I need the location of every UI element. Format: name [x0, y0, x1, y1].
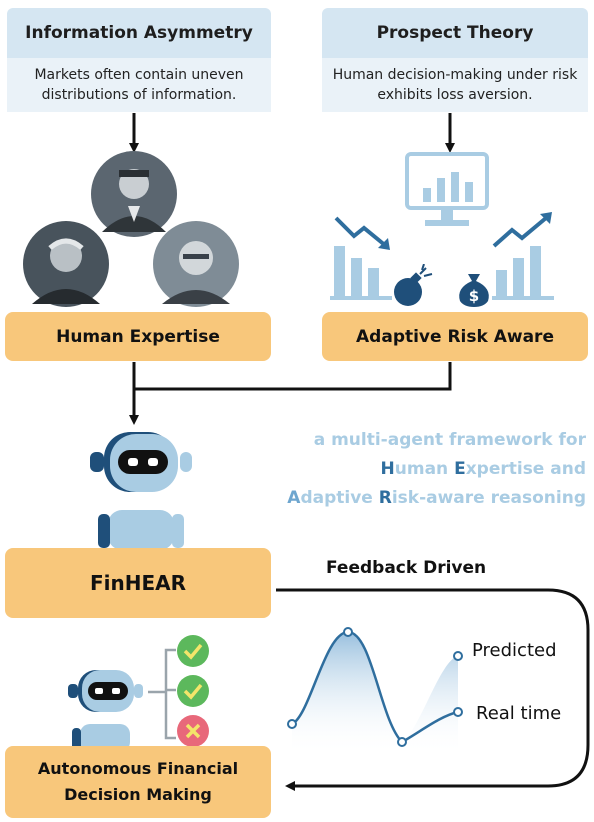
prediction-chart	[287, 627, 463, 755]
curve-point	[397, 737, 407, 747]
tagline-line2: Human Expertise and	[240, 455, 586, 484]
finhear-label: FinHEAR	[89, 571, 187, 595]
tagline-h: H	[380, 459, 395, 479]
tagline-r: R	[378, 488, 392, 508]
curve-point	[343, 627, 353, 637]
line-risk-join	[134, 362, 452, 391]
adaptive-risk-label: Adaptive Risk Aware	[356, 326, 554, 347]
tagline-daptive: daptive	[300, 488, 379, 508]
predicted-label: Predicted	[472, 640, 557, 661]
robot-icon	[90, 432, 192, 550]
tagline-uman: uman	[394, 459, 455, 479]
adaptive-risk-box: Adaptive Risk Aware	[322, 312, 588, 361]
realtime-point	[453, 707, 463, 717]
check-icon	[177, 635, 209, 667]
framework-tagline: a multi-agent framework for Human Expert…	[240, 426, 586, 513]
money-bag-icon: $	[459, 274, 489, 307]
tagline-e: E	[454, 459, 466, 479]
prospect-theory-desc-text: Human decision-making under risk exhibit…	[332, 67, 578, 103]
predicted-fill	[402, 656, 458, 755]
prospect-theory-title: Prospect Theory	[322, 8, 588, 58]
checklist-bracket	[148, 648, 176, 740]
info-asymmetry-desc-text: Markets often contain uneven distributio…	[34, 67, 244, 103]
curve-fill	[292, 632, 402, 755]
bomb-icon	[394, 264, 433, 306]
svg-text:$: $	[469, 287, 479, 305]
portrait-icon	[23, 221, 109, 307]
tagline-line3: Adaptive Risk-aware reasoning	[240, 484, 586, 513]
decision-line1: Autonomous Financial	[37, 759, 239, 778]
curve-point	[287, 719, 297, 729]
predicted-point	[453, 651, 463, 661]
tagline-isk: isk-aware reasoning	[391, 488, 586, 508]
gain-chart-icon	[492, 212, 554, 300]
check-icon	[177, 675, 209, 707]
human-expertise-label: Human Expertise	[56, 326, 220, 347]
tagline-a: A	[287, 488, 301, 508]
tagline-xpertise: xpertise and	[465, 459, 586, 479]
feedback-label: Feedback Driven	[326, 558, 487, 578]
prospect-theory-title-text: Prospect Theory	[376, 23, 534, 43]
feedback-loop-line	[276, 588, 590, 791]
portrait-icon	[91, 151, 177, 237]
realtime-label: Real time	[476, 703, 562, 724]
info-asymmetry-desc: Markets often contain uneven distributio…	[7, 58, 271, 112]
decision-line2: Decision Making	[64, 785, 212, 804]
robot-icon	[68, 670, 143, 752]
curve-line	[291, 630, 459, 744]
info-asymmetry-title: Information Asymmetry	[7, 8, 271, 58]
monitor-chart-icon	[405, 152, 489, 226]
info-asymmetry-title-text: Information Asymmetry	[25, 23, 253, 43]
portrait-icon	[153, 221, 239, 307]
prospect-theory-desc: Human decision-making under risk exhibit…	[322, 58, 588, 112]
tagline-line1: a multi-agent framework for	[313, 430, 586, 450]
loss-chart-icon	[330, 216, 392, 300]
finhear-box: FinHEAR	[5, 548, 271, 618]
cross-icon	[177, 715, 209, 747]
human-expertise-box: Human Expertise	[5, 312, 271, 361]
decision-box: Autonomous Financial Decision Making	[5, 746, 271, 818]
